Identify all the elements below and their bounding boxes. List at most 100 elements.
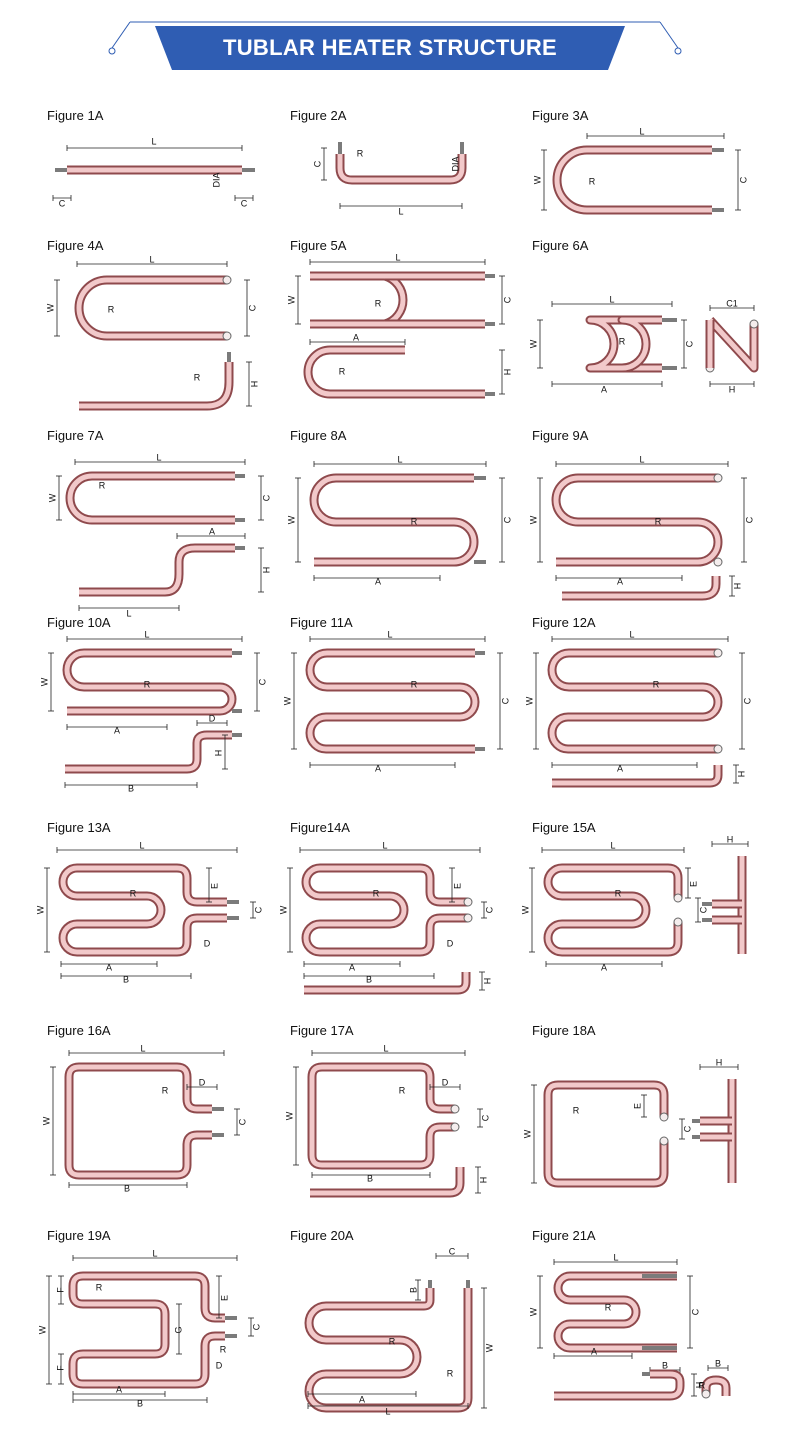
dimension-label: A <box>114 725 120 735</box>
figure-label: Figure 20A <box>290 1228 354 1243</box>
dimension-label: R <box>573 1105 580 1115</box>
dimension-label: L <box>149 254 154 264</box>
dimension-label: R <box>655 516 662 526</box>
dimension-label: A <box>359 1394 365 1404</box>
dimension-label: R <box>589 176 596 186</box>
heating-tube <box>309 473 479 567</box>
dimension-label: R <box>162 1085 169 1095</box>
dimension-label: L <box>151 136 156 146</box>
dimension-label: C <box>312 160 322 167</box>
dimension-label: A <box>601 384 607 394</box>
dimension-label: R <box>411 516 418 526</box>
dimension-label: D <box>216 1360 223 1370</box>
dimension-label: B <box>408 1287 418 1293</box>
tube-end-cap <box>450 1104 460 1114</box>
heating-tube <box>547 648 723 754</box>
dimension-label: L <box>395 252 400 262</box>
heating-tube <box>307 1062 455 1170</box>
dimension-label: W <box>282 696 292 705</box>
dimension-label: F <box>55 1287 65 1293</box>
tube-end-cap <box>673 893 683 903</box>
dimension-label: W <box>45 303 55 312</box>
heating-tube <box>305 648 480 754</box>
heating-tube <box>62 648 237 716</box>
figure-label: Figure 17A <box>290 1023 354 1038</box>
dimension-label: C <box>500 697 510 704</box>
dimension-label: H <box>727 834 734 844</box>
dimension-label: H <box>732 583 742 590</box>
dimension-label: R <box>339 366 346 376</box>
heating-tube <box>335 154 467 185</box>
dimension-label: W <box>35 905 45 914</box>
dimension-label: W <box>532 175 542 184</box>
dimension-label: E <box>452 883 462 889</box>
dimension-label: H <box>478 1177 488 1184</box>
dimension-label: L <box>387 629 392 639</box>
dimension-label: A <box>375 763 381 773</box>
tube-end-cap <box>659 1136 669 1146</box>
heating-tube <box>553 1271 677 1353</box>
dimension-label: R <box>220 1344 227 1354</box>
dimension-label: B <box>367 1173 373 1183</box>
dimension-label: B <box>366 974 372 984</box>
dimension-label: A <box>617 763 623 773</box>
dimension-label: H <box>736 771 746 778</box>
dimension-label: E <box>219 1295 229 1301</box>
dimension-label: C <box>690 1308 700 1315</box>
dimension-label: L <box>639 126 644 136</box>
heating-tube <box>543 1080 669 1188</box>
dimension-label: R <box>144 679 151 689</box>
dimension-label: B <box>124 1183 130 1193</box>
dimension-label: DIA <box>450 156 460 171</box>
dimension-label: E <box>688 881 698 887</box>
heating-tube <box>543 863 683 957</box>
dimension-label: C <box>742 697 752 704</box>
figure-label: Figure 21A <box>532 1228 596 1243</box>
figure-label: Figure 9A <box>532 428 589 443</box>
heating-tube <box>701 1375 731 1396</box>
dimension-label: H <box>249 381 259 388</box>
heating-tube <box>304 1288 473 1413</box>
figure-label: Figure 10A <box>47 615 111 630</box>
tube-end-cap <box>463 913 473 923</box>
dimension-label: C <box>502 516 512 523</box>
banner-shape <box>155 26 625 70</box>
banner-decoration <box>108 21 682 70</box>
heating-tube <box>554 1369 685 1401</box>
dimension-label: W <box>520 905 530 914</box>
heating-tube <box>617 315 662 373</box>
dimension-label: L <box>629 629 634 639</box>
tube-end-cap <box>463 897 473 907</box>
dimension-label: C <box>261 494 271 501</box>
dimension-label: H <box>502 369 512 376</box>
tube-end-cap <box>713 744 723 754</box>
figure-label: Figure14A <box>290 820 350 835</box>
dimension-label: C <box>744 516 754 523</box>
dimension-label: H <box>729 384 736 394</box>
dimension-label: R <box>96 1282 103 1292</box>
dimension-label: H <box>482 978 492 985</box>
dimension-label: R <box>373 888 380 898</box>
dimension-label: L <box>397 454 402 464</box>
dimension-label: R <box>108 304 115 314</box>
dimension-label: W <box>278 905 288 914</box>
dimension-label: L <box>144 629 149 639</box>
dimension-label: B <box>137 1398 143 1408</box>
dimension-label: W <box>286 515 296 524</box>
figure-label: Figure 2A <box>290 108 347 123</box>
dimension-label: R <box>605 1302 612 1312</box>
figure-label: Figure 4A <box>47 238 104 253</box>
dimension-label: R <box>194 372 201 382</box>
heating-tube <box>706 316 759 373</box>
tube-end-cap <box>659 1112 669 1122</box>
dimension-label: W <box>284 1111 294 1120</box>
dimension-label: L <box>385 1406 390 1416</box>
heating-tube <box>585 315 662 373</box>
